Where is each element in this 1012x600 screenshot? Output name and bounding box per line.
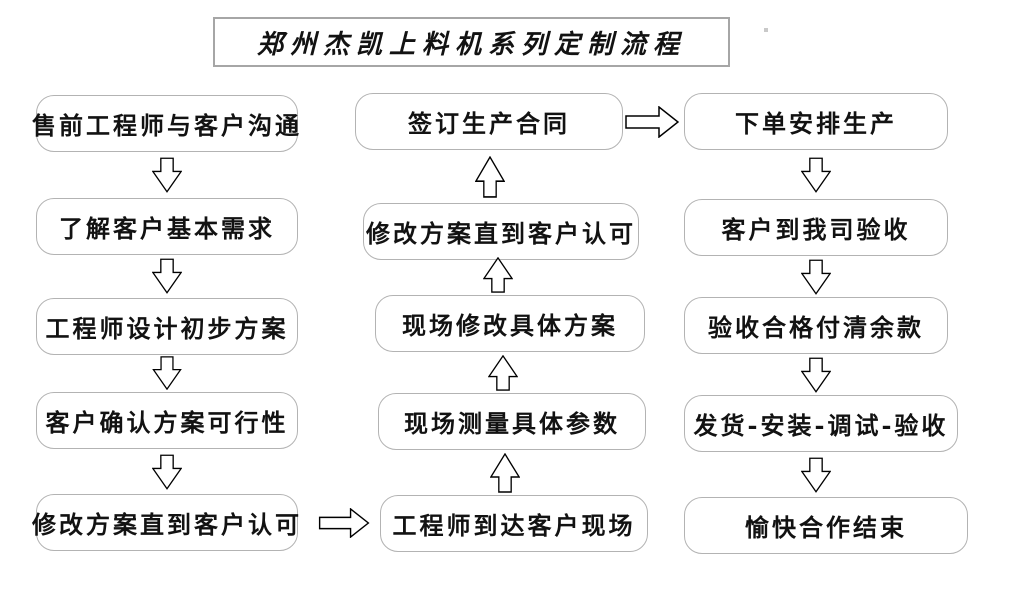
flow-node-right-4: 发货-安装-调试-验收	[684, 395, 958, 452]
flow-node-left-4: 客户确认方案可行性	[36, 392, 298, 449]
flow-node-left-2: 了解客户基本需求	[36, 198, 298, 255]
down-arrow-icon	[152, 156, 182, 194]
down-arrow-icon	[801, 455, 831, 495]
flow-node-middle-3: 现场修改具体方案	[375, 295, 645, 352]
flow-node-middle-5: 签订生产合同	[355, 93, 623, 150]
right-arrow-icon	[625, 106, 679, 138]
up-arrow-icon	[488, 355, 518, 391]
flow-node-middle-4: 修改方案直到客户认可	[363, 203, 639, 260]
flow-node-right-1: 下单安排生产	[684, 93, 948, 150]
flow-node-right-5: 愉快合作结束	[684, 497, 968, 554]
flow-node-left-1: 售前工程师与客户沟通	[32, 95, 299, 152]
down-arrow-icon	[801, 357, 831, 393]
stray-dot-artifact	[764, 28, 768, 32]
flow-node-right-2: 客户到我司验收	[684, 199, 948, 256]
down-arrow-icon	[801, 259, 831, 295]
flow-node-left-5: 修改方案直到客户认可	[32, 494, 299, 551]
down-arrow-icon	[801, 155, 831, 195]
up-arrow-icon	[475, 156, 505, 198]
flow-node-middle-1: 工程师到达客户现场	[380, 495, 648, 552]
down-arrow-icon	[152, 453, 182, 491]
right-arrow-icon	[318, 508, 370, 538]
flowchart-title: 郑州杰凯上料机系列定制流程	[256, 29, 686, 60]
flow-node-left-3: 工程师设计初步方案	[36, 298, 298, 355]
up-arrow-icon	[483, 257, 513, 293]
up-arrow-icon	[490, 453, 520, 493]
flow-node-middle-2: 现场测量具体参数	[378, 393, 646, 450]
down-arrow-icon	[152, 258, 182, 294]
flowchart-title-box: 郑州杰凯上料机系列定制流程	[213, 17, 730, 67]
down-arrow-icon	[152, 356, 182, 390]
flow-node-right-3: 验收合格付清余款	[684, 297, 948, 354]
